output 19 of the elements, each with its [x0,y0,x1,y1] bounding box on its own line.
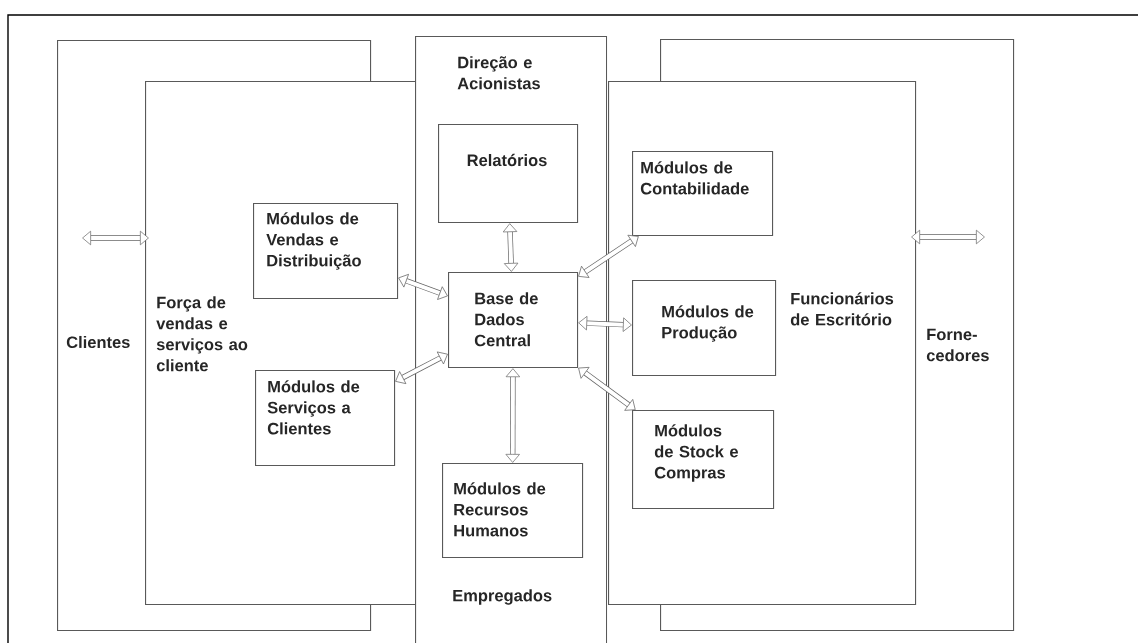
module-box: Módulos de Produção [632,280,777,377]
module-box: Módulos de Vendas e Distribuição [253,203,399,300]
double-arrow [578,315,632,332]
module-box: Módulos de Recursos Humanos [442,463,584,559]
module-box: Base de Dados Central [448,272,579,369]
double-arrow [578,367,636,411]
double-arrow [578,234,639,278]
double-arrow [82,230,149,246]
double-arrow [395,351,448,384]
node-label: Direção e Acionistas [457,56,540,90]
module-box: Módulos de Contabilidade [632,151,774,237]
double-arrow [502,223,519,272]
double-arrow [505,368,521,463]
double-arrow [398,273,448,300]
module-box: Relatórios [438,124,579,224]
module-box: Módulos de Serviços a Clientes [255,370,396,467]
double-arrow [911,229,985,245]
node-label: Empregados [453,589,552,605]
module-box: Módulos de Stock e Compras [632,410,775,510]
